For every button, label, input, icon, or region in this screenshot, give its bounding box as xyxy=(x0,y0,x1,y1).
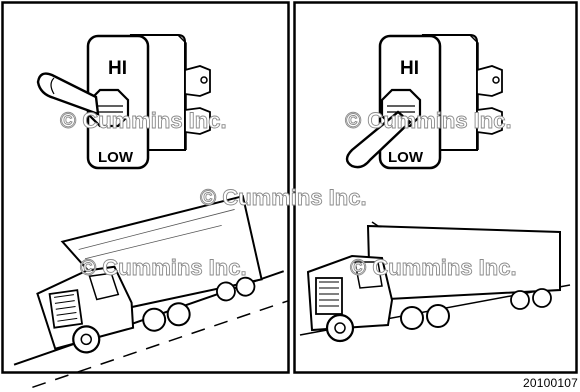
switch-label-low-right: LOW xyxy=(388,149,424,166)
watermark-4: © Cummins Inc. xyxy=(80,255,247,280)
switch-label-hi-left: HI xyxy=(108,58,127,79)
switch-label-hi-right: HI xyxy=(400,58,419,79)
truck-on-grade xyxy=(0,192,295,389)
watermark-2: © Cummins Inc. xyxy=(345,108,512,133)
switch-label-low-left: LOW xyxy=(98,149,134,166)
toggle-switch-right xyxy=(347,35,502,168)
watermark-3: © Cummins Inc. xyxy=(200,185,367,210)
figure-number: 20100107 xyxy=(523,376,578,390)
truck-on-level-road xyxy=(300,222,570,341)
watermark-5: © Cummins Inc. xyxy=(350,255,517,280)
watermark-1: © Cummins Inc. xyxy=(60,108,227,133)
